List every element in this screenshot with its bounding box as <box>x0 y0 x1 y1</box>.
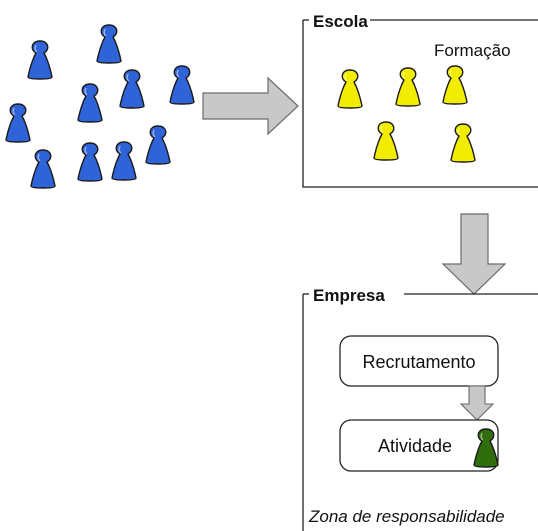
arrow-to-empresa <box>441 213 507 295</box>
escola-frame: Escola Formação <box>302 12 538 188</box>
person-icon-yellow <box>395 67 421 107</box>
trainees <box>337 65 476 163</box>
person-icon-blue <box>119 69 145 109</box>
empresa-frame: Empresa Recrutamento Atividade Zona de r… <box>302 286 538 531</box>
arrow-to-atividade <box>459 385 495 421</box>
candidate-pool <box>5 24 195 189</box>
atividade-box <box>339 419 499 472</box>
person-icon-blue <box>169 65 195 105</box>
escola-title: Escola <box>313 12 368 31</box>
person-icon-blue <box>27 40 53 80</box>
person-icon-blue <box>145 125 171 165</box>
person-icon-blue <box>111 141 137 181</box>
employee <box>473 428 499 468</box>
recrutamento-box <box>339 335 499 387</box>
zone-label: Zona de responsabilidade <box>308 507 505 526</box>
person-icon-blue <box>30 149 56 189</box>
person-icon-yellow <box>450 123 476 163</box>
person-icon-yellow <box>337 69 363 109</box>
recrutamento-label: Recrutamento <box>362 352 475 372</box>
person-icon-blue <box>5 103 31 143</box>
person-icon-yellow <box>442 65 468 105</box>
formacao-label: Formação <box>434 41 511 60</box>
person-icon-blue <box>77 83 103 123</box>
person-icon-blue <box>96 24 122 64</box>
atividade-label: Atividade <box>378 436 452 456</box>
person-icon-yellow <box>373 121 399 161</box>
person-icon-green <box>473 428 499 468</box>
arrow-to-escola <box>202 76 299 136</box>
empresa-title: Empresa <box>313 286 385 305</box>
person-icon-blue <box>77 142 103 182</box>
